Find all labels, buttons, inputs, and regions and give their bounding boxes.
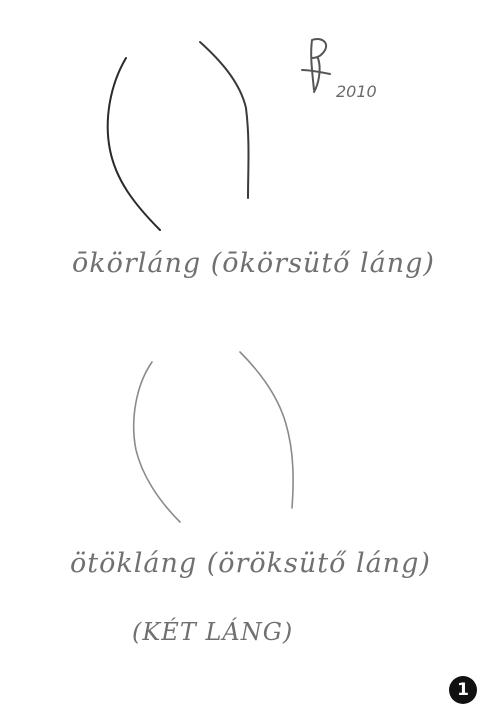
artist-signature: 2010 <box>302 39 377 101</box>
flame-pair-dark <box>108 42 249 230</box>
right-flame-curve-dark <box>200 42 249 198</box>
caption-first: ōkörláng (ōkörsütő láng) <box>72 248 435 279</box>
left-flame-curve-light <box>134 362 180 522</box>
flame-pair-light <box>134 352 293 522</box>
left-flame-curve-dark <box>108 58 160 230</box>
signature-date: 2010 <box>336 82 377 101</box>
caption-second: ötökláng (öröksütő láng) <box>70 548 431 579</box>
page-number-badge: 1 <box>449 676 477 704</box>
signature-monogram <box>302 39 330 92</box>
caption-third: (KÉT LÁNG) <box>132 617 293 646</box>
right-flame-curve-light <box>240 352 293 508</box>
